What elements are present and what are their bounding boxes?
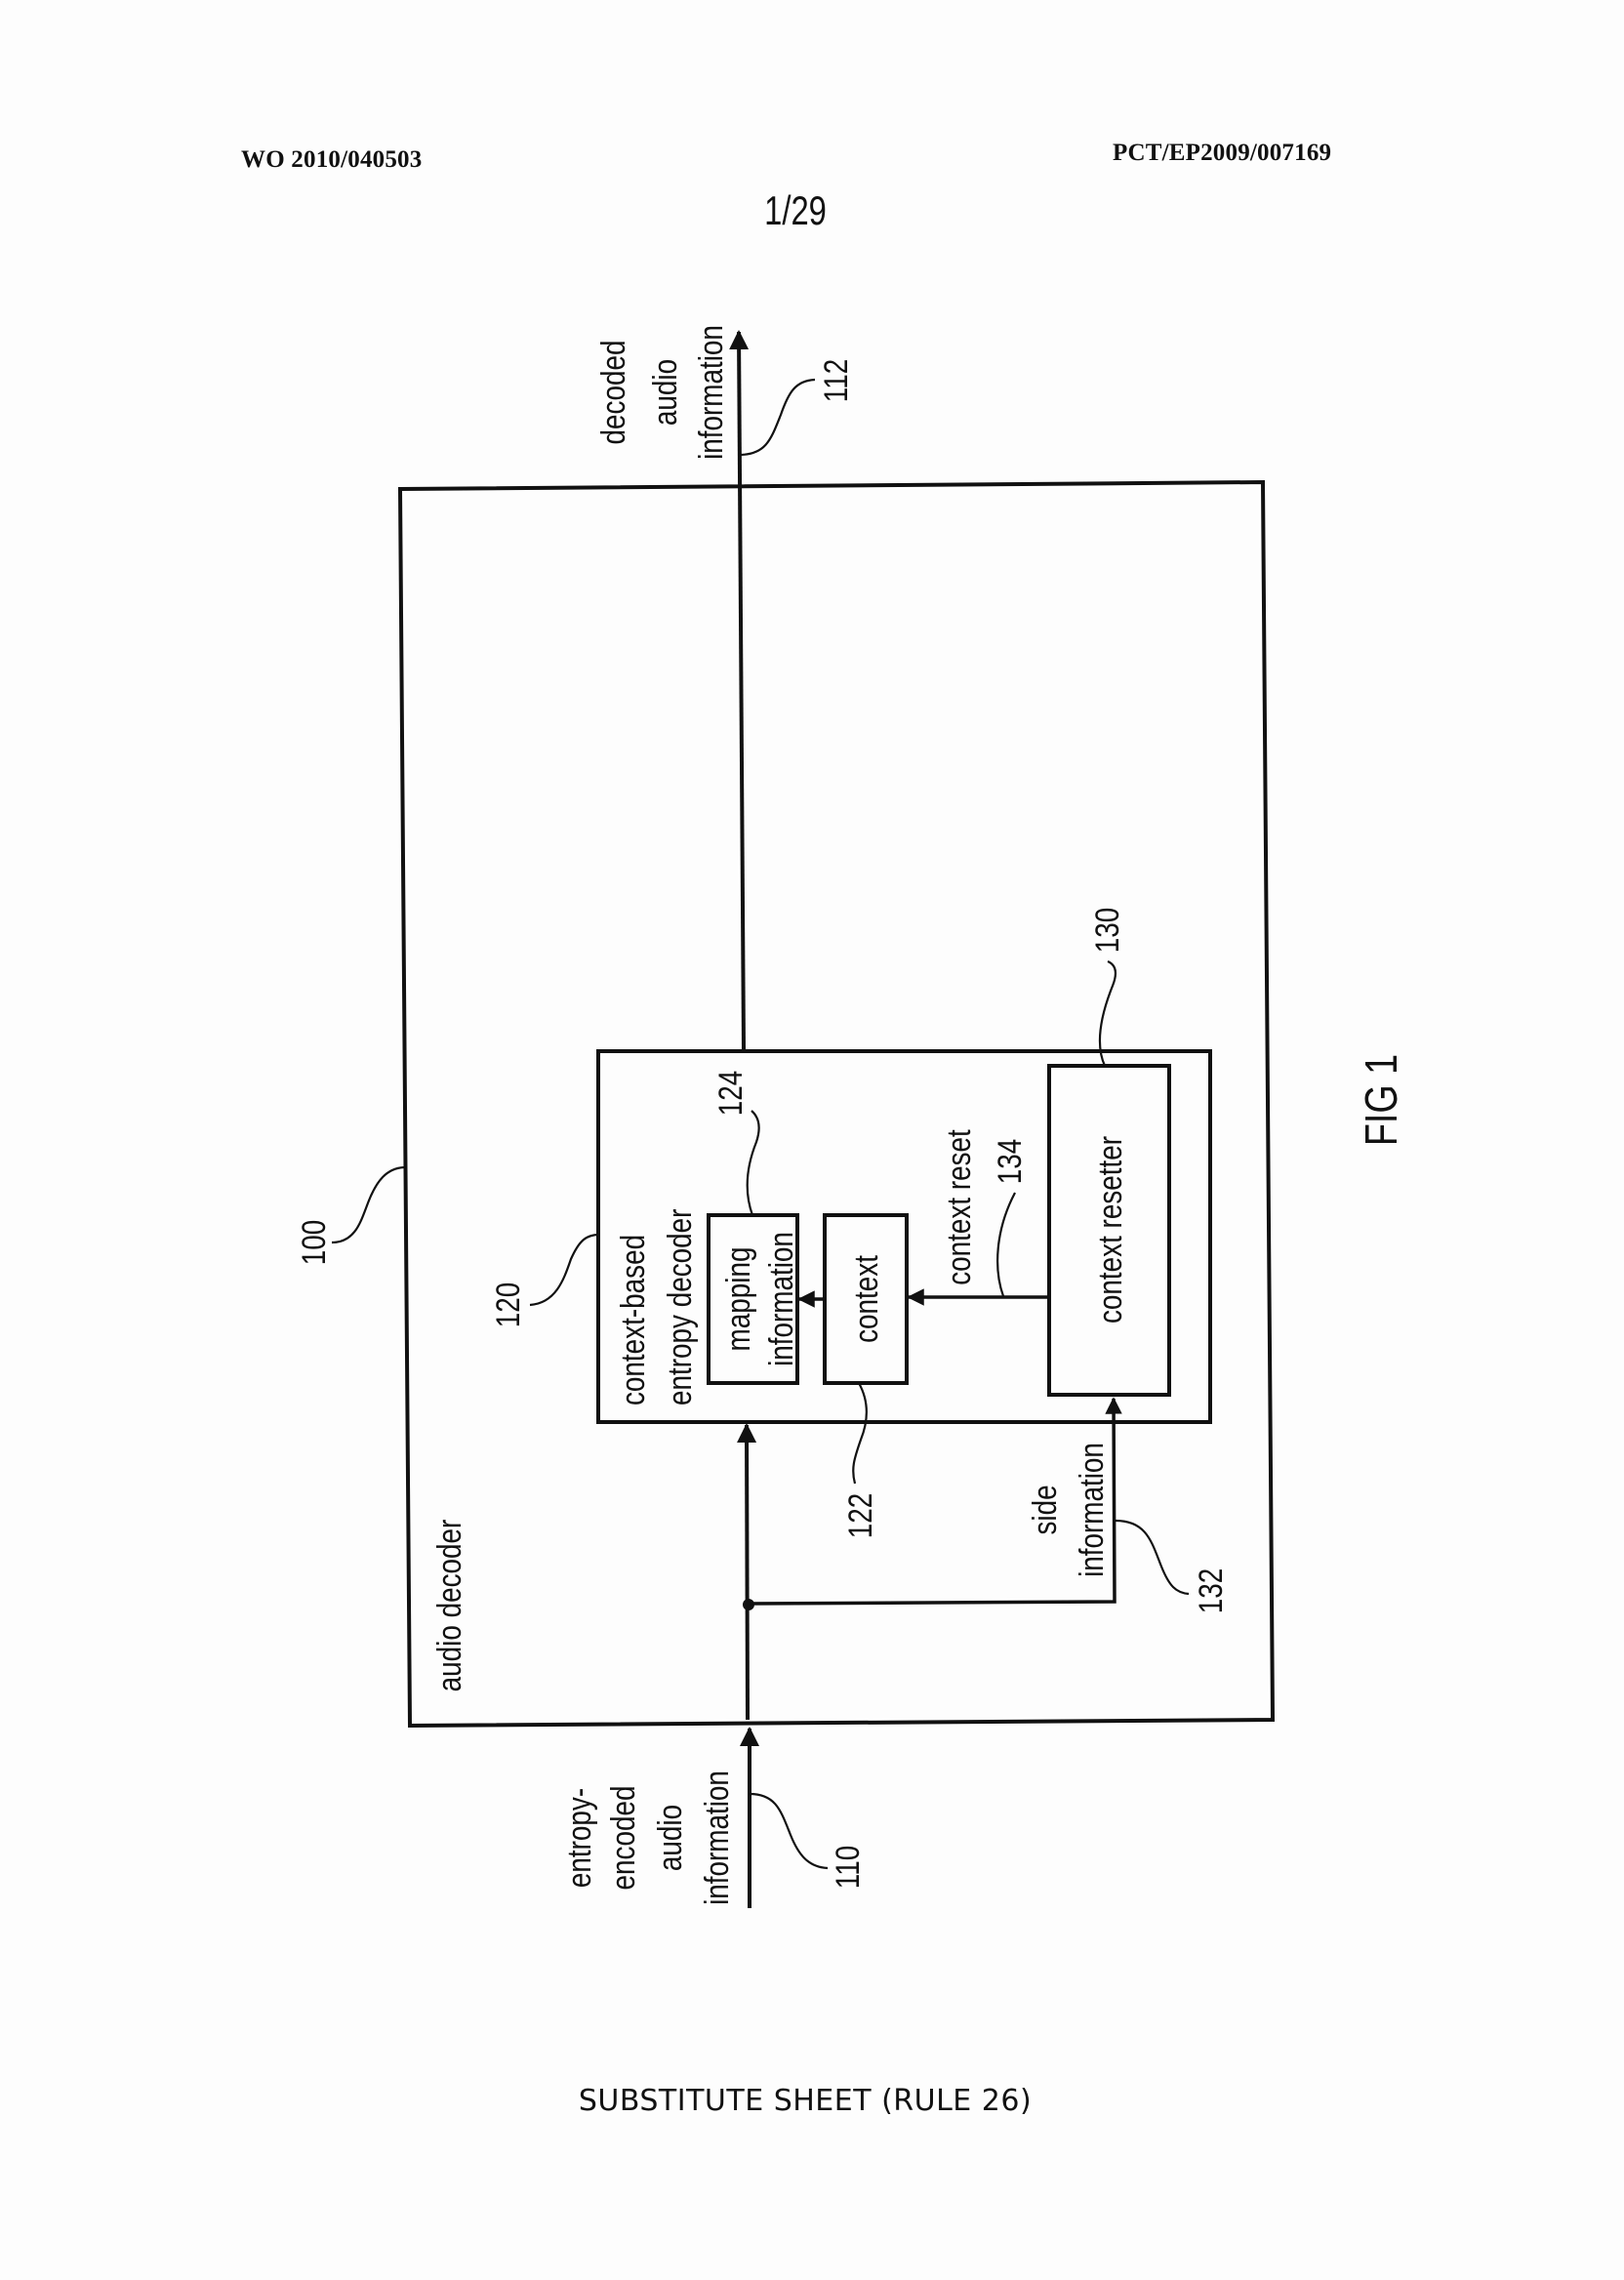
ref-122-leader xyxy=(853,1383,867,1484)
ref-132-leader xyxy=(1116,1521,1189,1594)
ref-122: 122 xyxy=(841,1493,878,1539)
audio-decoder-box xyxy=(400,482,1273,1726)
input-to-entropy-decoder-arrow xyxy=(747,1425,748,1720)
output-label-line1: decoded xyxy=(594,341,631,445)
ref-110-leader xyxy=(750,1794,828,1868)
ref-134-leader xyxy=(997,1193,1015,1296)
side-information-label-line2: information xyxy=(1073,1443,1110,1577)
side-information-label-line1: side xyxy=(1026,1485,1063,1534)
ref-100: 100 xyxy=(295,1220,332,1266)
figure-caption: FIG 1 xyxy=(1356,1054,1405,1146)
context-resetter-label: context resetter xyxy=(1091,1136,1128,1323)
ref-100-leader xyxy=(332,1167,404,1242)
mapping-information-label-line1: mapping xyxy=(719,1247,756,1352)
ref-124: 124 xyxy=(711,1071,749,1117)
ref-120: 120 xyxy=(489,1282,526,1328)
output-label-line3: information xyxy=(692,325,729,460)
ref-124-leader xyxy=(748,1111,759,1215)
ref-120-leader xyxy=(530,1235,599,1305)
ref-130: 130 xyxy=(1088,908,1125,954)
ref-132: 132 xyxy=(1192,1568,1229,1614)
footer-note: SUBSTITUTE SHEET (RULE 26) xyxy=(547,2084,1064,2118)
input-label-line3: audio xyxy=(651,1805,688,1871)
input-label-line4: information xyxy=(698,1771,735,1905)
input-label-line1: entropy- xyxy=(560,1788,597,1888)
output-signal-line xyxy=(739,332,744,1051)
mapping-information-label-line2: information xyxy=(762,1232,799,1366)
ref-112-leader xyxy=(739,380,815,455)
context-label: context xyxy=(847,1255,884,1343)
context-reset-label: context reset xyxy=(940,1129,977,1285)
entropy-decoder-label-line2: entropy decoder xyxy=(661,1209,698,1405)
ref-134: 134 xyxy=(991,1139,1028,1185)
input-label-line2: encoded xyxy=(604,1786,641,1891)
output-label-line2: audio xyxy=(646,359,683,426)
entropy-decoder-label-line1: context-based xyxy=(614,1235,651,1405)
ref-110: 110 xyxy=(829,1846,866,1889)
audio-decoder-label: audio decoder xyxy=(430,1520,467,1692)
ref-112: 112 xyxy=(817,359,854,402)
